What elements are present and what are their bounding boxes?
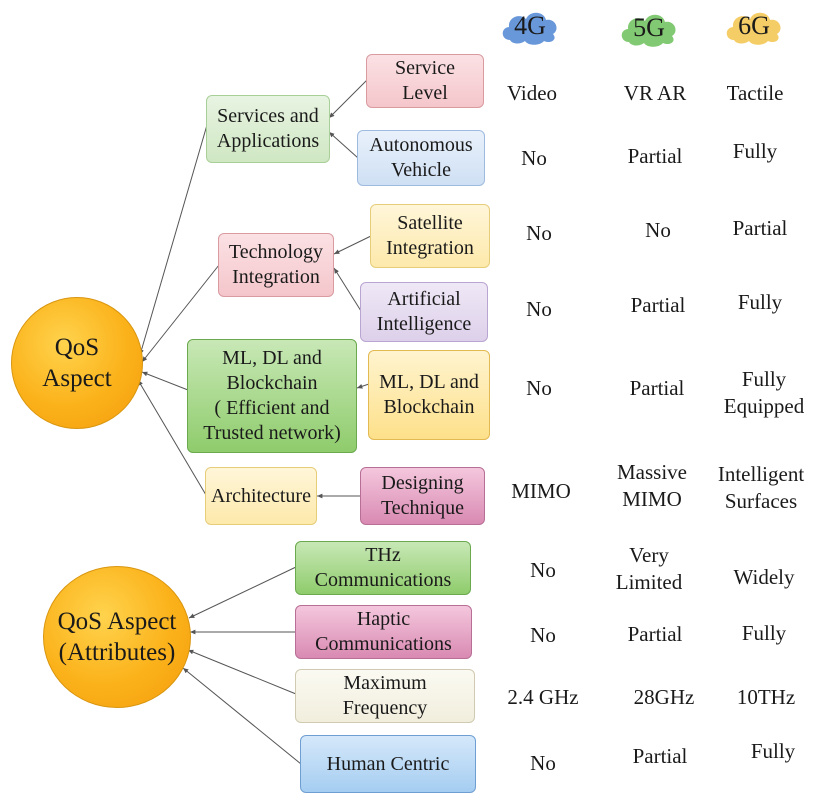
cell-5g: Partial — [627, 622, 683, 646]
cell-5g: VR AR — [623, 81, 687, 105]
cell-4g: No — [526, 297, 552, 321]
row-label-autonomous-vehicle: Autonomous Vehicle — [357, 130, 485, 186]
cell-4g: Video — [506, 81, 558, 105]
cell-6g: Widely — [733, 565, 795, 589]
cell-5g: Very Limited — [615, 543, 683, 595]
category-services-applications: Services and Applications — [206, 95, 330, 163]
cell-6g: 10THz — [736, 685, 796, 709]
connector — [333, 267, 362, 312]
cell-5g: Massive MIMO — [617, 460, 687, 512]
cell-6g: Fully — [750, 739, 796, 763]
generation-6g-label: 6G — [738, 11, 770, 40]
row-label-human-centric: Human Centric — [300, 735, 476, 793]
cloud-icon — [621, 14, 676, 47]
qos-attributes-hub-label: QoS Aspect (Attributes) — [57, 607, 177, 666]
cell-6g: Fully — [737, 290, 783, 314]
connector — [137, 379, 207, 496]
row-label-designing-technique: Designing Technique — [360, 467, 485, 525]
cell-5g: Partial — [627, 144, 683, 168]
qos-attributes-hub: QoS Aspect (Attributes) — [43, 566, 191, 708]
cell-5g: Partial — [629, 376, 685, 400]
cell-6g: Tactile — [726, 81, 784, 105]
connector — [328, 79, 368, 119]
cell-5g: No — [645, 218, 671, 242]
cell-4g: 2.4 GHz — [507, 685, 579, 709]
row-label-satellite-integration: Satellite Integration — [370, 204, 490, 268]
qos-aspect-hub-label: QoS Aspect — [42, 333, 112, 392]
connector — [333, 235, 372, 255]
cell-4g: MIMO — [511, 479, 571, 503]
row-label-thz-communications: THz Communications — [295, 541, 471, 595]
category-architecture: Architecture — [205, 467, 317, 525]
cloud-icon — [726, 12, 781, 45]
qos-aspect-hub: QoS Aspect — [11, 297, 143, 429]
row-label-artificial-intelligence: Artificial Intelligence — [360, 282, 488, 342]
connector — [139, 124, 208, 356]
cell-5g: Partial — [632, 744, 688, 768]
cell-5g: Partial — [630, 293, 686, 317]
generation-5g-label: 5G — [633, 13, 665, 42]
generation-5g-cloud: 5G — [617, 8, 681, 48]
row-label-maximum-frequency: Maximum Frequency — [295, 669, 475, 723]
cloud-icon — [502, 12, 557, 45]
cell-5g: 28GHz — [633, 685, 695, 709]
connector — [141, 371, 189, 391]
cell-6g: Fully Equipped — [723, 367, 805, 419]
cell-4g: No — [526, 221, 552, 245]
connector — [182, 667, 302, 765]
cell-4g: No — [530, 751, 556, 775]
row-label-haptic-communications: Haptic Communications — [295, 605, 472, 659]
generation-4g-label: 4G — [514, 11, 546, 40]
cell-4g: No — [530, 623, 556, 647]
cell-4g: No — [530, 558, 556, 582]
generation-6g-cloud: 6G — [722, 6, 786, 46]
row-label-ml-dl-blockchain: ML, DL and Blockchain — [368, 350, 490, 440]
cell-6g: Fully — [732, 139, 778, 163]
cell-4g: No — [521, 146, 547, 170]
cell-6g: Intelligent Surfaces — [717, 462, 805, 514]
generation-4g-cloud: 4G — [498, 6, 562, 46]
cell-6g: Fully — [741, 621, 787, 645]
connector — [328, 131, 359, 159]
connector — [187, 649, 297, 695]
category-technology-integration: Technology Integration — [218, 233, 334, 297]
connector — [188, 566, 297, 619]
cell-4g: No — [526, 376, 552, 400]
category-ml-dl-blockchain: ML, DL and Blockchain ( Efficient and Tr… — [187, 339, 357, 453]
connector — [141, 264, 220, 363]
connector — [356, 383, 370, 389]
row-label-service-level: Service Level — [366, 54, 484, 108]
cell-6g: Partial — [732, 216, 788, 240]
